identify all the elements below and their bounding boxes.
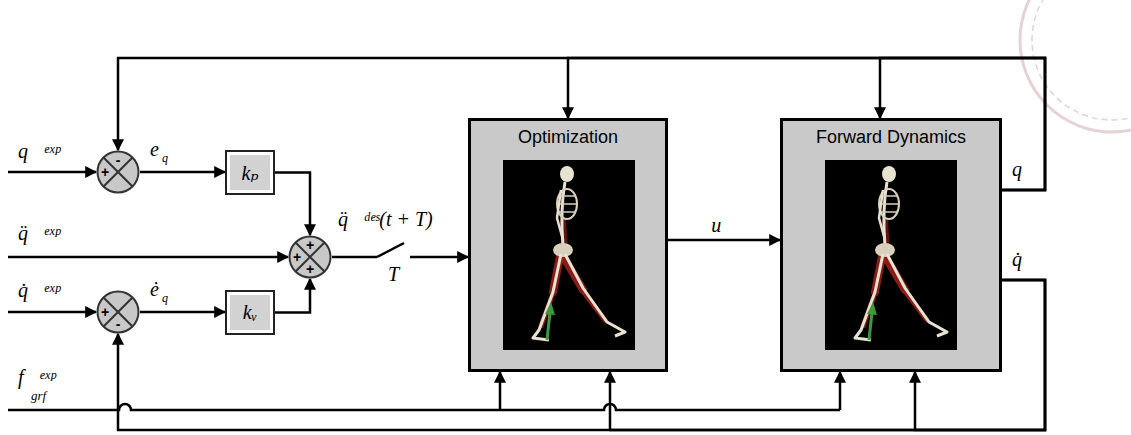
signal-label: q⃗ᵉˣᵖ [18,140,60,162]
sign: + [101,305,109,319]
seal-watermark [1020,0,1131,132]
signal-wire [610,280,1045,430]
signal-label: u⃗ [711,214,737,236]
gain-box: kᵥ [225,290,275,335]
summing-junction: +- [96,290,140,334]
signal-label: q̈⃗ᵉˣᵖ [18,222,60,244]
signal-wire [118,280,1045,430]
gain-box: kₚ [225,150,275,195]
signal-label: T [388,263,399,285]
sign: + [306,238,314,252]
block-fill [468,118,668,372]
signal-wire [915,280,1045,430]
signal-wire [140,171,225,174]
signal-wire [275,173,310,236]
skeleton-illustration [825,160,957,350]
signal-wire [140,311,225,314]
signal-label: f⃗ᵉˣᵖ [18,366,56,388]
sign: + [293,250,301,264]
skeleton-illustration [503,160,635,350]
gain-label: kᵥ [243,301,257,324]
signal-wire [668,239,780,242]
input-wire [8,172,840,410]
signal-label: q̇⃗ [1012,248,1038,270]
gain-label: kₚ [242,161,259,185]
process-box: Optimization [468,118,668,372]
sign: - [116,317,121,331]
subscript: q [162,152,168,165]
process-box: Forward Dynamics [780,118,1002,372]
sign: - [116,153,121,167]
signal-wire [118,58,1045,190]
sign: + [306,262,314,276]
block-title: Forward Dynamics [816,127,966,149]
block-title: Optimization [518,127,618,149]
signal-label: q̇⃗ᵉˣᵖ [18,279,60,301]
signal-label: q⃗ [1012,158,1038,180]
sign: + [101,165,109,179]
summing-junction: +- [96,150,140,194]
signal-label: q̈⃗ᵈᵉˢ(t + T) [338,208,433,230]
signal-wire [880,58,1045,190]
subscript: grf [31,389,46,403]
signal-wire [275,279,310,313]
summing-junction: + + + [288,235,332,279]
subscript: q [162,292,168,305]
signal-wire [568,58,1045,190]
block-fill [780,118,1002,372]
